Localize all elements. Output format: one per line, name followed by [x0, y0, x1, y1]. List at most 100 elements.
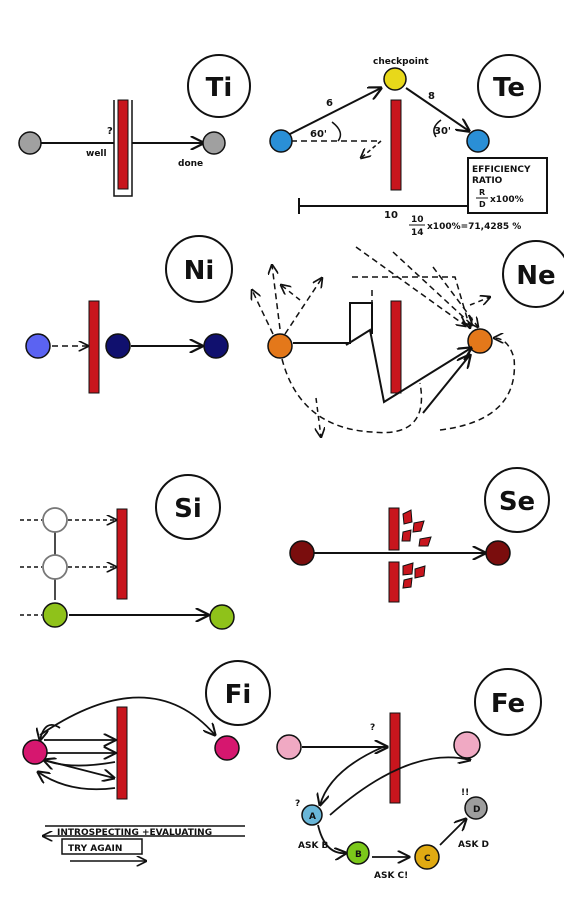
ni-title: Ni — [184, 256, 215, 286]
fe-node-b — [346, 841, 370, 865]
ti-start-node — [18, 131, 42, 155]
se-debris-1 — [402, 509, 413, 525]
se-panel: Se — [289, 467, 550, 603]
te-path-from-checkpoint — [405, 87, 469, 131]
si-title-circle — [155, 474, 221, 540]
se-debris-7 — [402, 577, 413, 589]
ne-dashed-diag-2 — [392, 251, 472, 325]
ne-dashed-diag-1 — [355, 246, 466, 326]
fe-node-a — [301, 804, 323, 826]
se-debris-3 — [401, 529, 412, 542]
te-dashed-bounce — [361, 140, 382, 158]
si-memory-node-1 — [42, 507, 68, 533]
te-title: Te — [493, 73, 525, 103]
ti-wall — [117, 99, 129, 190]
fe-ask-c: ASK C! — [374, 871, 408, 881]
te-efficiency-box — [467, 157, 548, 214]
se-title: Se — [499, 487, 535, 517]
ne-dashed-loop — [281, 358, 423, 434]
fe-question-top: ? — [370, 723, 375, 733]
ne-start-node — [267, 333, 293, 359]
te-checkpoint-node — [383, 67, 407, 91]
se-debris-2 — [412, 520, 425, 533]
fe-arrow-c-to-d — [439, 819, 466, 846]
fe-exclaim: !! — [461, 788, 469, 798]
ne-title: Ne — [516, 261, 555, 291]
ne-dashed-up-left — [252, 290, 274, 335]
te-base-length: 10 — [384, 210, 398, 221]
ti-done-label: done — [178, 159, 203, 169]
fe-node-d-label: D — [473, 805, 480, 815]
si-memory-node-2 — [42, 554, 68, 580]
ti-well-label: well — [86, 149, 107, 159]
ni-through-node — [105, 333, 131, 359]
ne-dashed-down — [316, 397, 321, 437]
fi-introspecting-label: INTROSPECTING +EVALUATING — [57, 828, 212, 838]
ti-panel: Ti ? well done — [18, 54, 251, 197]
fi-end-node — [214, 735, 240, 761]
fe-title: Fe — [491, 689, 525, 719]
se-wall-debris — [401, 509, 432, 589]
fe-title-circle — [474, 668, 542, 736]
si-title: Si — [174, 494, 202, 524]
ne-dashed-return — [439, 338, 516, 431]
fe-node-b-label: B — [355, 850, 362, 860]
te-angle-arc-right — [433, 119, 442, 138]
ne-panel: Ne — [252, 240, 564, 437]
ni-start-node — [25, 333, 51, 359]
fe-ask-d: ASK D — [458, 840, 489, 850]
ne-solid-zigzag — [345, 328, 471, 404]
ne-dashed-top — [352, 276, 470, 328]
ni-end-node — [203, 333, 229, 359]
ne-dashed-short — [469, 297, 490, 306]
ti-end-node — [202, 131, 226, 155]
te-angle-2: 30' — [434, 126, 451, 137]
fi-loops — [38, 696, 215, 791]
ti-title: Ti — [206, 73, 233, 103]
te-angle-arc-left — [331, 121, 342, 142]
fi-return-3 — [40, 724, 61, 740]
fe-ask-b: ASK B — [298, 841, 329, 851]
fe-arrow-to-a — [320, 746, 384, 805]
ne-dashed-spur — [281, 285, 301, 301]
te-end-node — [466, 129, 490, 153]
fi-title: Fi — [225, 680, 252, 710]
fi-return-2 — [38, 772, 116, 791]
fe-panel: Fe A B C D ? ? !! ASK B ASK C! ASK D — [276, 668, 542, 881]
fi-start-node — [22, 739, 48, 765]
se-end-node — [485, 540, 511, 566]
fe-question-a: ? — [295, 799, 300, 809]
fe-node-d — [464, 796, 488, 820]
te-checkpoint-label: checkpoint — [373, 57, 429, 67]
fi-title-circle — [205, 660, 271, 726]
se-debris-6 — [414, 565, 426, 579]
ne-dashed-diag-3 — [432, 266, 478, 327]
te-angle-1: 60' — [310, 129, 327, 140]
fe-node-c-label: C — [424, 854, 431, 864]
fe-node-a-label: A — [309, 812, 316, 822]
fe-wall — [389, 712, 401, 804]
fi-panel: Fi INTROSPECTING +EVALUATING TRY AGAIN — [22, 660, 271, 861]
ni-panel: Ni — [25, 235, 233, 394]
te-start-node — [269, 129, 293, 153]
te-box-line-1: EFFICIENCY — [472, 165, 531, 175]
si-panel: Si — [20, 474, 235, 630]
te-fraction-numerator: R — [479, 188, 485, 197]
ti-well-outline — [113, 100, 133, 197]
ne-end-node — [467, 328, 493, 354]
te-panel: Te checkpoint 6 8 60' 30' 10 EFFICIENCY … — [269, 54, 548, 238]
ne-dashed-up — [272, 265, 281, 330]
fe-start-node — [276, 734, 302, 760]
se-debris-4 — [418, 536, 432, 547]
se-wall-lower — [388, 561, 400, 603]
te-calc-result: x100%=71,4285 % — [427, 222, 521, 232]
te-wall — [390, 99, 402, 191]
fi-wall — [116, 706, 128, 800]
ti-question-mark: ? — [107, 126, 113, 137]
fe-arrow-to-target — [329, 757, 470, 816]
te-calc-denominator: 14 — [411, 228, 424, 238]
ne-dashed-up-right — [284, 278, 322, 335]
ti-title-circle — [187, 54, 251, 118]
fi-try-again-box — [61, 838, 143, 855]
